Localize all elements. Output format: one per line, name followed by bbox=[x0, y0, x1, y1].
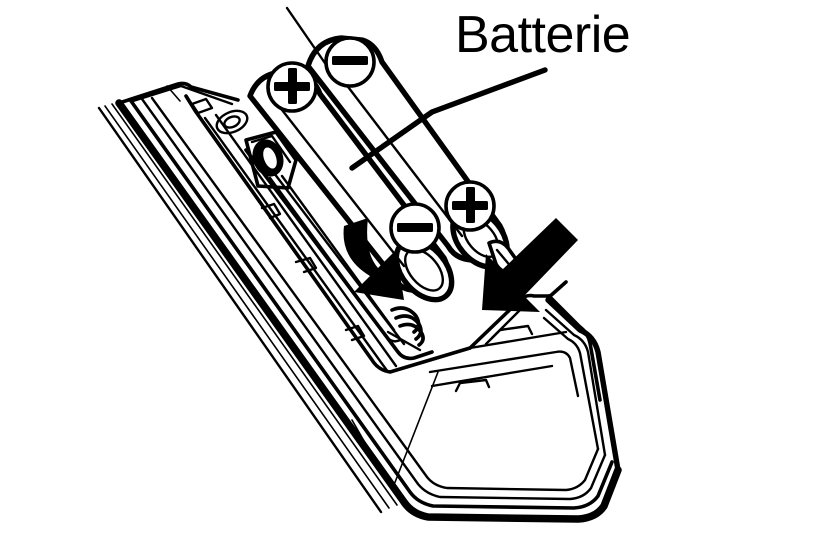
polarity-minus-lower-bottom bbox=[389, 202, 441, 254]
door-step-right bbox=[547, 294, 602, 402]
battery-contact-plate bbox=[244, 130, 298, 190]
compartment-rail-left-a bbox=[203, 116, 390, 374]
callout-label: Batterie bbox=[455, 6, 630, 64]
remote-shell-line-3 bbox=[140, 97, 607, 501]
callout-batterie: Batterie bbox=[349, 6, 631, 171]
leader-line bbox=[349, 67, 548, 171]
remote-top-edge bbox=[117, 81, 240, 105]
screw-boss bbox=[215, 109, 249, 135]
polarity-plus-upper-bottom bbox=[444, 180, 496, 232]
insertion-arrow-straight bbox=[482, 218, 578, 312]
shell-crease bbox=[391, 371, 439, 491]
remote-top-edge-inner bbox=[131, 84, 234, 106]
remote-control-body bbox=[97, 81, 622, 523]
bay-groove bbox=[268, 176, 402, 343]
rail-notch-1 bbox=[260, 202, 282, 220]
polarity-plus-lower-top bbox=[266, 61, 318, 113]
remote-right-flank bbox=[545, 297, 621, 473]
door-step-face bbox=[468, 330, 568, 350]
empty-battery-bay bbox=[244, 148, 434, 361]
polarity-minus-upper-top bbox=[324, 36, 376, 88]
deck-cutout bbox=[190, 97, 214, 115]
door-notch-b bbox=[454, 378, 491, 393]
remote-shell-line-4 bbox=[150, 96, 600, 492]
remote-outer-shell bbox=[115, 99, 622, 523]
rail-notch-3 bbox=[344, 324, 366, 342]
door-step-ledge-2 bbox=[430, 364, 554, 388]
door-step-ledge bbox=[428, 350, 580, 398]
rail-notch-2 bbox=[294, 256, 318, 274]
spring-contact bbox=[386, 306, 425, 352]
corner-tick-mark bbox=[166, 85, 181, 102]
compartment-upper-rim bbox=[546, 280, 568, 300]
polarity-symbols bbox=[266, 36, 496, 254]
bay-groove-2 bbox=[280, 174, 396, 332]
insertion-arrow-curved bbox=[343, 218, 404, 300]
battery-lower-highlight bbox=[266, 90, 406, 268]
remote-shell-line-2 bbox=[129, 99, 614, 510]
compartment-rail-left-b bbox=[214, 113, 398, 368]
remote-right-flank-inner bbox=[544, 308, 607, 457]
compartment-right-ledge-2 bbox=[484, 306, 524, 346]
shell-crease-2 bbox=[351, 419, 393, 491]
battery-compartment bbox=[184, 94, 568, 374]
compartment-outer-wall bbox=[184, 94, 472, 374]
remote-right-flank-inner-2 bbox=[542, 316, 600, 451]
